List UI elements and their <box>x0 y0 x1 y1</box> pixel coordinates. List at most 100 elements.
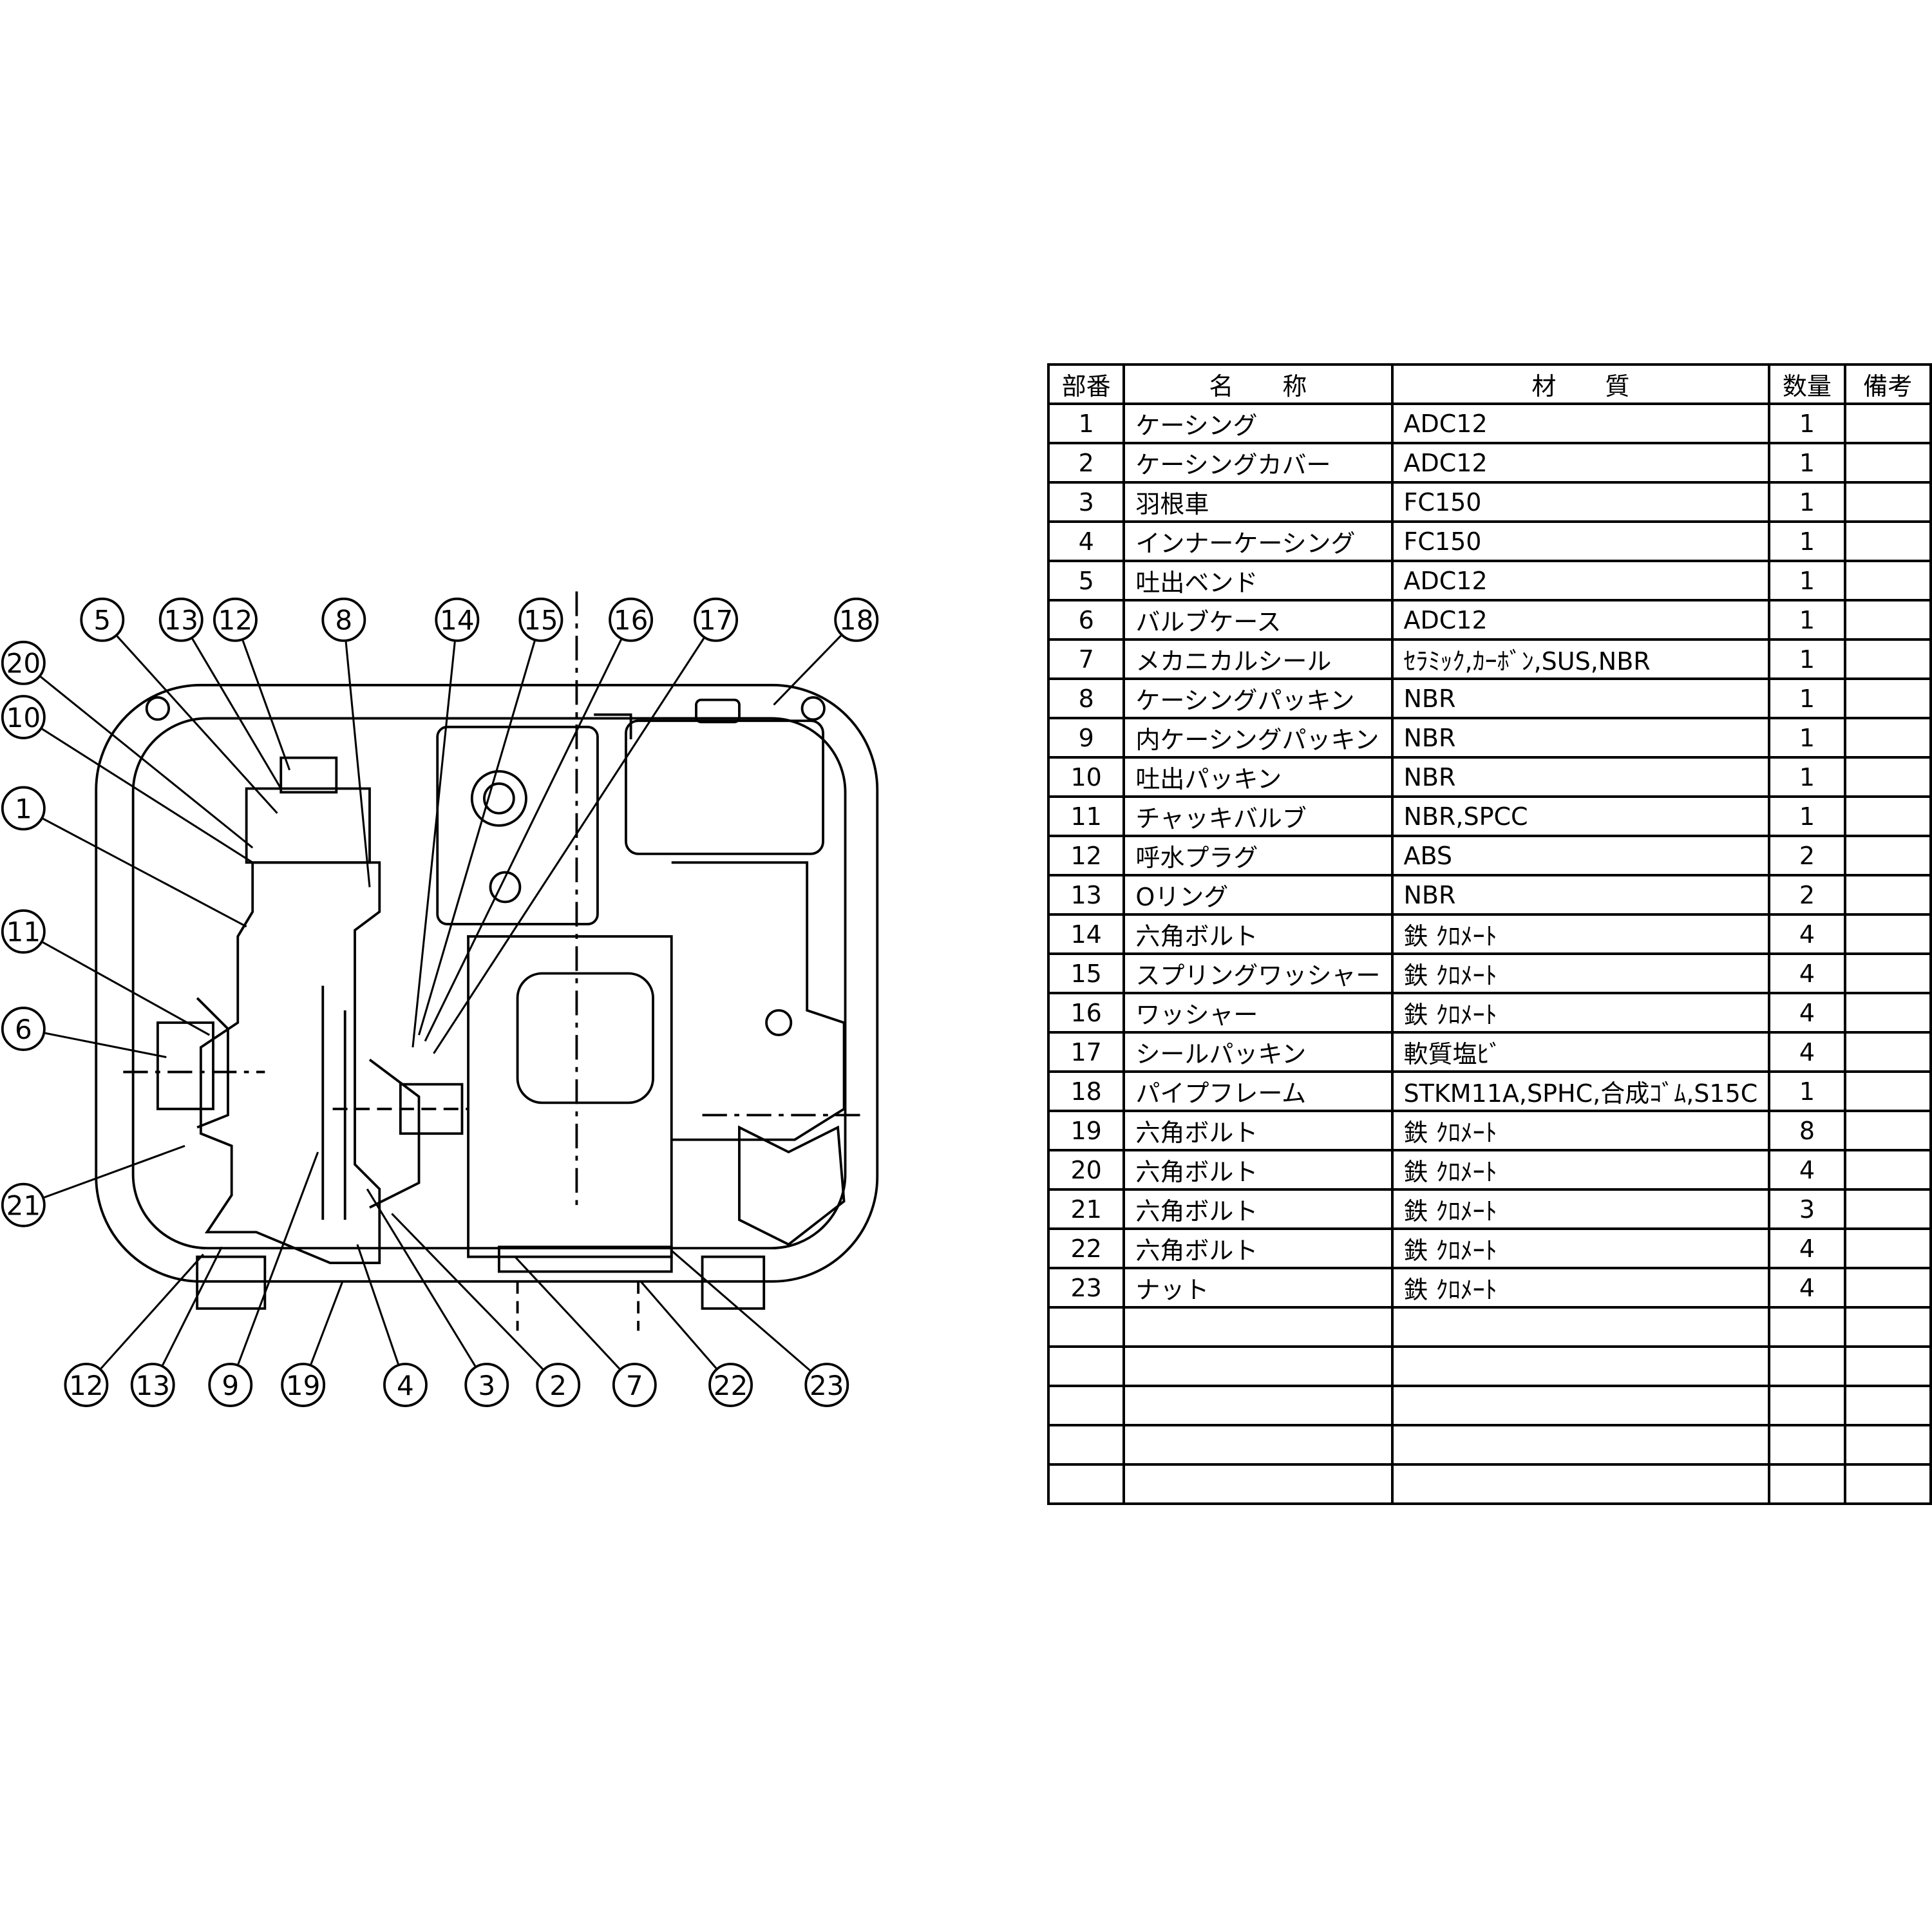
callout-number: 13 <box>135 1370 170 1401</box>
cell-name: ケーシングパッキン <box>1122 677 1394 719</box>
cell-name <box>1122 1306 1394 1348</box>
callout-bubble: 8 <box>321 597 366 642</box>
leader-line <box>514 1256 620 1370</box>
pump-casing <box>199 861 381 1265</box>
cell-name: インナーケーシング <box>1122 520 1394 562</box>
cell-part-no: 21 <box>1046 1188 1126 1230</box>
header-name: 名 称 <box>1122 363 1394 405</box>
callout-bubble: 12 <box>64 1363 109 1407</box>
cell-material: ADC12 <box>1390 599 1771 641</box>
cell-part-no: 7 <box>1046 638 1126 680</box>
callout-bubble: 2 <box>536 1363 581 1407</box>
cell-part-no: 13 <box>1046 874 1126 916</box>
cell-part-no: 2 <box>1046 442 1126 484</box>
cell-name: バルブケース <box>1122 599 1394 641</box>
callout-bubble: 18 <box>834 597 879 642</box>
callout-number: 13 <box>164 605 198 636</box>
callout-bubble: 3 <box>464 1363 509 1407</box>
callout-bubble: 22 <box>708 1363 753 1407</box>
table-row <box>1046 1463 1932 1505</box>
cell-remarks <box>1843 1424 1932 1466</box>
callout-number: 23 <box>810 1370 844 1401</box>
callout-number: 12 <box>218 605 253 636</box>
callout-number: 3 <box>478 1370 495 1401</box>
cell-material: NBR <box>1390 874 1771 916</box>
cell-part-no: 20 <box>1046 1149 1126 1191</box>
cell-remarks <box>1843 1149 1932 1191</box>
callout-bubble: 13 <box>130 1363 175 1407</box>
cell-quantity <box>1768 1424 1846 1466</box>
table-row <box>1046 1345 1932 1387</box>
callout-bubble: 10 <box>1 695 46 739</box>
cell-remarks <box>1843 952 1932 994</box>
cell-name: ナット <box>1122 1267 1394 1309</box>
cell-quantity: 2 <box>1768 874 1846 916</box>
cell-remarks <box>1843 1385 1932 1426</box>
callout-number: 9 <box>222 1370 239 1401</box>
callout-number: 22 <box>714 1370 748 1401</box>
cell-material: 鉄 ｸﾛﾒｰﾄ <box>1390 952 1771 994</box>
cell-quantity: 4 <box>1768 952 1846 994</box>
cell-part-no: 3 <box>1046 481 1126 523</box>
cell-quantity: 4 <box>1768 992 1846 1034</box>
cell-remarks <box>1843 756 1932 798</box>
cell-material: 鉄 ｸﾛﾒｰﾄ <box>1390 1149 1771 1191</box>
cell-part-no: 1 <box>1046 402 1126 444</box>
callout-number: 20 <box>6 648 41 679</box>
cell-material: NBR <box>1390 717 1771 759</box>
cell-name <box>1122 1345 1394 1387</box>
cell-quantity: 4 <box>1768 1267 1846 1309</box>
cell-material <box>1390 1424 1771 1466</box>
header-remarks: 備考 <box>1843 363 1932 405</box>
cell-part-no <box>1046 1385 1126 1426</box>
leader-line <box>40 676 254 849</box>
leader-line <box>100 1253 204 1369</box>
cell-name: ワッシャー <box>1122 992 1394 1034</box>
cell-name: Oリング <box>1122 874 1394 916</box>
callout-number: 1 <box>15 793 32 824</box>
cell-remarks <box>1843 1188 1932 1230</box>
cell-name <box>1122 1385 1394 1426</box>
cell-part-no: 18 <box>1046 1070 1126 1112</box>
cell-name: メカニカルシール <box>1122 638 1394 680</box>
callout-bubble: 23 <box>804 1363 849 1407</box>
cell-material: NBR,SPCC <box>1390 795 1771 837</box>
cell-material <box>1390 1463 1771 1505</box>
callout-bubble: 20 <box>1 640 46 685</box>
cell-material: ABS <box>1390 835 1771 876</box>
table-row <box>1046 1424 1932 1466</box>
cell-quantity <box>1768 1385 1846 1426</box>
callout-number: 19 <box>286 1370 321 1401</box>
cell-remarks <box>1843 520 1932 562</box>
cell-part-no: 19 <box>1046 1110 1126 1151</box>
cell-remarks <box>1843 913 1932 955</box>
cell-remarks <box>1843 1110 1932 1151</box>
cell-material: 鉄 ｸﾛﾒｰﾄ <box>1390 913 1771 955</box>
pipe-frame-inner <box>131 717 847 1250</box>
header-part-no: 部番 <box>1046 363 1126 405</box>
table-header-row: 部番 名 称 材 質 数量 備考 <box>1046 363 1932 405</box>
cell-material: STKM11A,SPHC,合成ｺﾞﾑ,S15C <box>1390 1070 1771 1112</box>
cell-remarks <box>1843 599 1932 641</box>
callout-number: 16 <box>614 605 649 636</box>
cell-material: ｾﾗﾐｯｸ,ｶｰﾎﾞﾝ,SUS,NBR <box>1390 638 1771 680</box>
cell-quantity: 4 <box>1768 1227 1846 1269</box>
callout-number: 10 <box>6 702 41 734</box>
cell-remarks <box>1843 1267 1932 1309</box>
callout-number: 14 <box>440 605 475 636</box>
callout-bubble: 9 <box>208 1363 253 1407</box>
cell-quantity: 3 <box>1768 1188 1846 1230</box>
callout-bubble: 15 <box>518 597 564 642</box>
cell-quantity <box>1768 1306 1846 1348</box>
callout-number: 11 <box>6 916 41 948</box>
